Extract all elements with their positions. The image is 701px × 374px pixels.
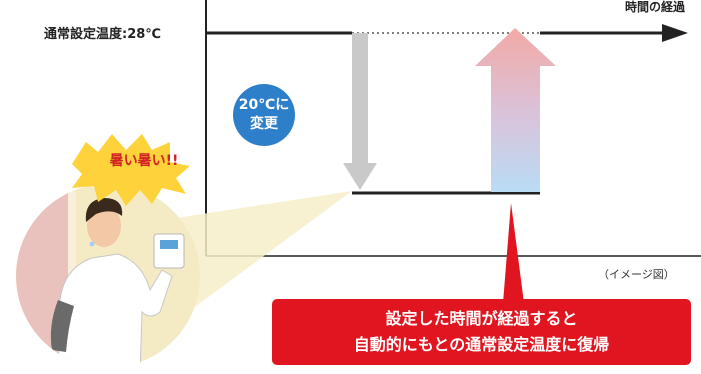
person-arm [50,300,74,352]
person-hair [85,198,123,222]
person-shirt [57,253,173,368]
speech-bubble-text: 暑い暑い!! [109,153,179,169]
time-axis-label: 時間の経過 [624,0,685,14]
image-note-label: （イメージ図） [598,268,675,281]
badge-line-1: 20℃に [238,97,290,113]
down-arrow [343,33,377,190]
time-axis-arrowhead [662,24,688,42]
sweat-drop [89,241,95,247]
normal-temp-label: 通常設定温度:28℃ [44,27,162,42]
magnifier-connector [150,191,352,312]
change-temp-badge: 20℃に 変更 [233,84,295,146]
callout-line-1: 設定した時間が経過すると [385,309,578,328]
person-face [87,205,121,247]
controller-screen [160,240,178,249]
return-callout-box: 設定した時間が経過すると 自動的にもとの通常設定温度に復帰 [272,299,691,365]
speech-bubble [72,134,190,206]
wall-controller [153,233,185,269]
callout-line-2: 自動的にもとの通常設定温度に復帰 [353,335,610,354]
up-arrow [475,28,556,192]
badge-line-2: 変更 [250,116,278,132]
callout-pointer [503,203,524,303]
